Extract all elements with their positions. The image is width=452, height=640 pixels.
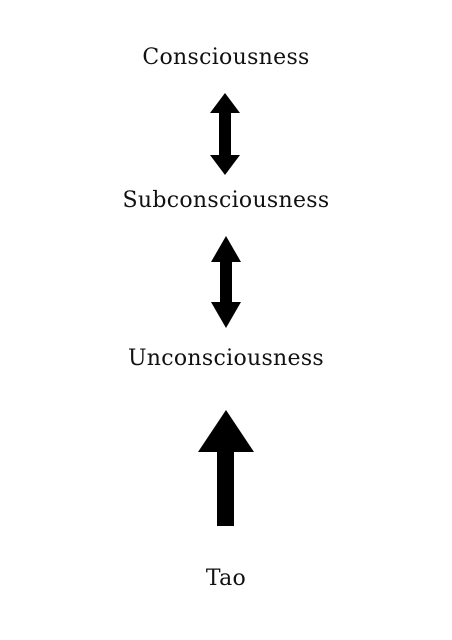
double-arrow-consciousness-subconsciousness	[210, 93, 240, 175]
double-arrow-subconsciousness-unconsciousness	[211, 236, 241, 328]
node-subconsciousness: Subconsciousness	[122, 188, 330, 213]
node-unconsciousness: Unconsciousness	[127, 346, 325, 371]
up-arrow-tao-unconsciousness	[198, 410, 254, 526]
node-consciousness: Consciousness	[142, 45, 310, 70]
node-tao: Tao	[205, 566, 247, 591]
